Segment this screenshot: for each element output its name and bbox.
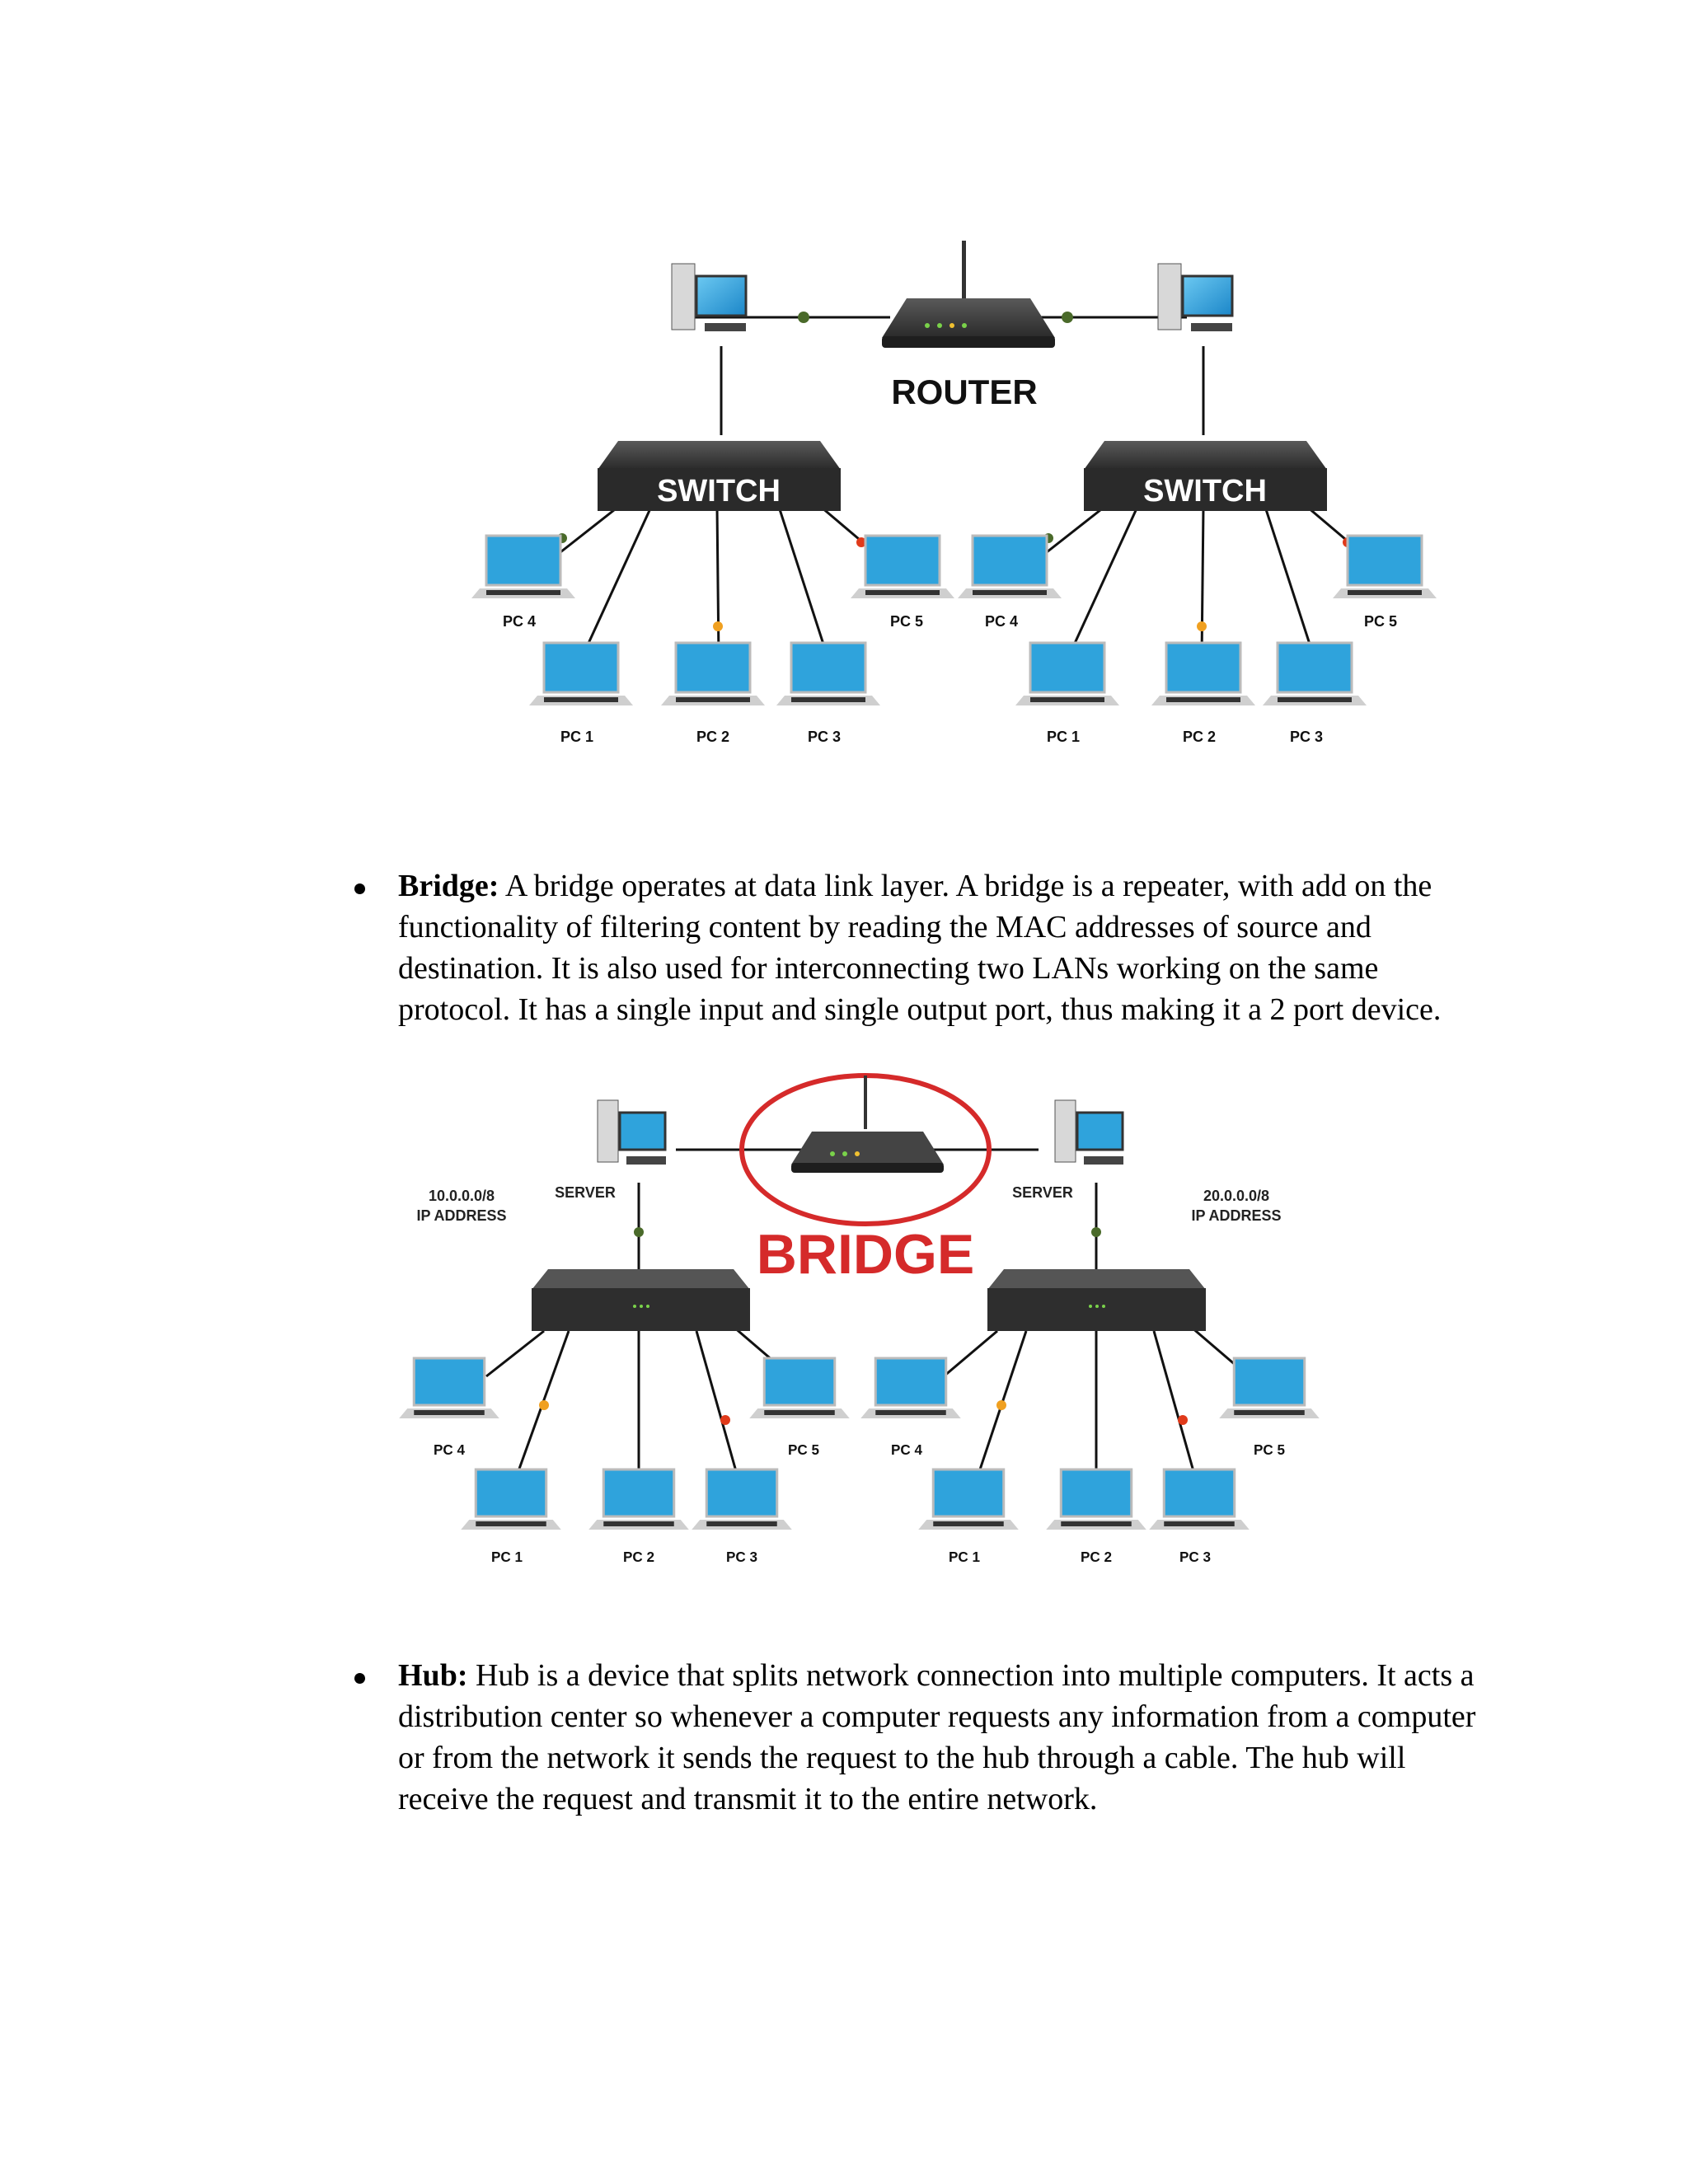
laptop-icon: PC 2 — [588, 1469, 689, 1565]
pc-group: PC 4 PC 1 PC 2 PC 3 PC 5 PC 4 PC 1 PC 2 PC 3 PC 5 — [399, 1358, 1320, 1565]
laptop-icon: PC 2 — [1151, 643, 1255, 745]
pc-label: PC 4 — [985, 613, 1018, 630]
pc-label: PC 3 — [808, 729, 841, 745]
pc-label: PC 5 — [1364, 613, 1397, 630]
laptop-icon: PC 4 — [471, 536, 575, 630]
pc-label: PC 5 — [788, 1442, 819, 1458]
hub-term: Hub: — [398, 1658, 467, 1693]
laptop-icon: PC 1 — [918, 1469, 1019, 1565]
laptop-icon: PC 3 — [692, 1469, 792, 1565]
pc-label: PC 5 — [1254, 1442, 1285, 1458]
ip-left-line2: IP ADDRESS — [416, 1207, 506, 1224]
laptop-icon: PC 1 — [461, 1469, 561, 1565]
pc-label: PC 2 — [696, 729, 729, 745]
bridge-network-diagram: BRIDGE SERVER SERVER 10.0.0.0/8 IP ADDRE… — [396, 1067, 1323, 1603]
pc-label: PC 3 — [1179, 1549, 1211, 1565]
laptop-icon: PC 4 — [860, 1358, 961, 1458]
bridge-term: Bridge: — [398, 869, 499, 903]
server-left — [598, 1100, 666, 1165]
pc-label: PC 2 — [1183, 729, 1216, 745]
bridge-paragraph: Bridge: A bridge operates at data link l… — [398, 865, 1494, 1030]
pc-label: PC 1 — [560, 729, 593, 745]
pc-label: PC 1 — [491, 1549, 523, 1565]
pc-label: PC 3 — [726, 1549, 757, 1565]
laptop-icon: PC 3 — [776, 643, 880, 745]
switch-left: SWITCH — [598, 441, 841, 511]
pc-label: PC 3 — [1290, 729, 1323, 745]
hub-description: Hub is a device that splits network conn… — [398, 1658, 1475, 1816]
laptop-icon: PC 4 — [958, 536, 1062, 630]
bridge-device — [791, 1076, 944, 1173]
pc-label: PC 5 — [890, 613, 923, 630]
pc-label: PC 4 — [434, 1442, 465, 1458]
laptop-icon: PC 1 — [1015, 643, 1119, 745]
ip-left-line1: 10.0.0.0/8 — [429, 1188, 495, 1204]
switch-left — [532, 1269, 750, 1331]
pc-label: PC 1 — [949, 1549, 980, 1565]
server-right — [1158, 264, 1232, 331]
svg-text:SWITCH: SWITCH — [1143, 474, 1267, 509]
ip-right-line2: IP ADDRESS — [1191, 1207, 1281, 1224]
hub-paragraph: Hub: Hub is a device that splits network… — [398, 1655, 1494, 1820]
laptop-icon: PC 2 — [1046, 1469, 1146, 1565]
server-right — [1055, 1100, 1123, 1165]
router-label: ROUTER — [891, 373, 1037, 411]
laptop-icon: PC 1 — [529, 643, 633, 745]
laptop-icon: PC 5 — [851, 536, 954, 630]
server-left — [672, 264, 746, 331]
bullet-marker — [354, 1673, 365, 1684]
svg-text:SWITCH: SWITCH — [657, 474, 781, 509]
switch-right — [987, 1269, 1206, 1331]
laptop-icon: PC 5 — [1333, 536, 1437, 630]
laptop-icon: PC 5 — [1219, 1358, 1320, 1458]
pc-label: PC 4 — [891, 1442, 922, 1458]
pc-label: PC 4 — [503, 613, 536, 630]
switch-right: SWITCH — [1084, 441, 1327, 511]
laptop-icon: PC 5 — [749, 1358, 850, 1458]
laptop-icon: PC 3 — [1149, 1469, 1250, 1565]
router-device — [882, 241, 1055, 348]
pc-label: PC 2 — [1081, 1549, 1112, 1565]
ip-right-line1: 20.0.0.0/8 — [1203, 1188, 1269, 1204]
laptop-icon: PC 4 — [399, 1358, 499, 1458]
server-label-left: SERVER — [555, 1184, 616, 1201]
pc-label: PC 2 — [623, 1549, 654, 1565]
pc-label: PC 1 — [1047, 729, 1080, 745]
bridge-description: A bridge operates at data link layer. A … — [398, 869, 1441, 1027]
bridge-bullet: Bridge: A bridge operates at data link l… — [354, 865, 1508, 1030]
bullet-marker — [354, 883, 365, 894]
laptop-icon: PC 3 — [1263, 643, 1367, 745]
hub-bullet: Hub: Hub is a device that splits network… — [354, 1655, 1508, 1820]
server-label-right: SERVER — [1012, 1184, 1073, 1201]
pc-group: PC 4 PC 1 PC 2 PC 3 PC 5 PC 4 PC 1 PC 2 PC 3 PC 5 — [471, 536, 1437, 745]
laptop-icon: PC 2 — [661, 643, 765, 745]
bridge-label: BRIDGE — [757, 1223, 974, 1286]
